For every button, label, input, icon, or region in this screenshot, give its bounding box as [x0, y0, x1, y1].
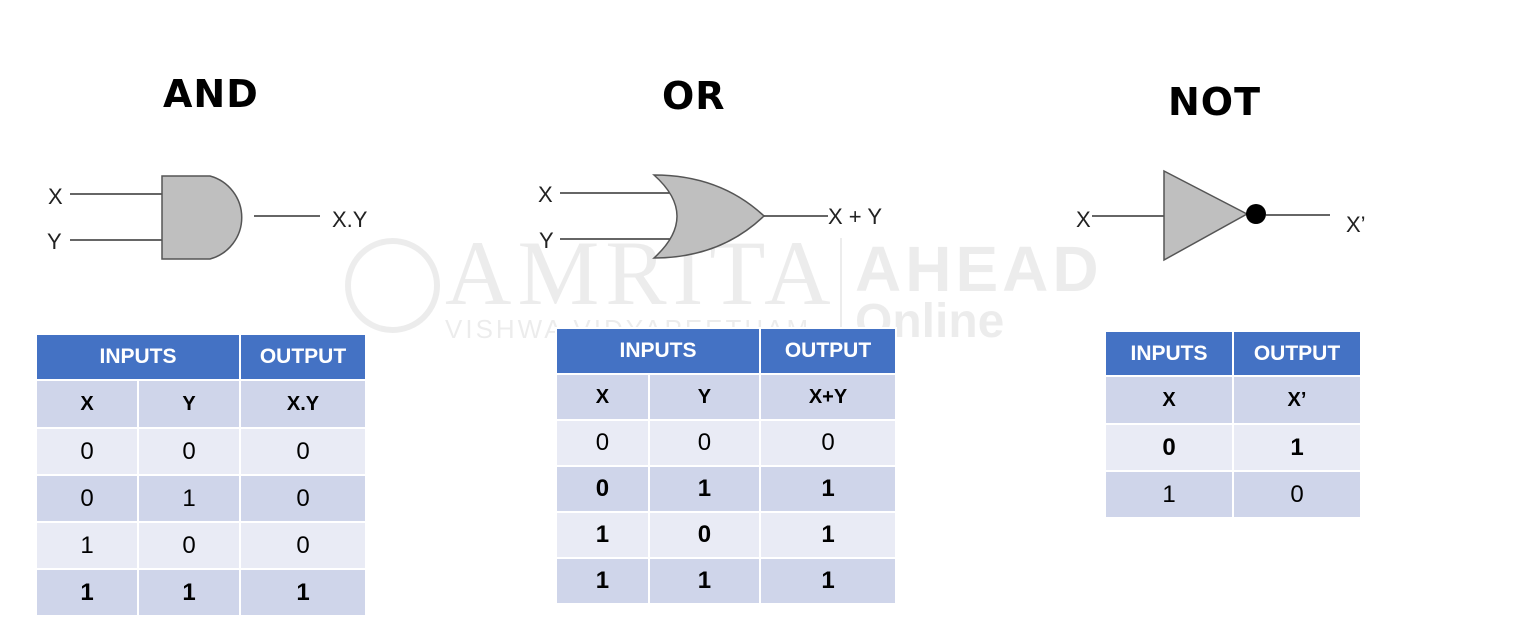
and-col-y: Y	[139, 381, 239, 427]
table-cell: 1	[557, 559, 648, 603]
table-cell: 1	[139, 570, 239, 615]
or-col-output: X+Y	[761, 375, 895, 419]
or-gate-icon	[652, 174, 766, 259]
and-gate: X Y X.Y	[47, 175, 368, 260]
table-cell: 1	[241, 570, 365, 615]
table-cell: 0	[241, 476, 365, 521]
or-label-y: Y	[539, 228, 554, 253]
or-label-output: X + Y	[828, 204, 882, 229]
table-cell: 1	[649, 467, 759, 511]
or-output-header: OUTPUT	[761, 329, 895, 373]
gate-diagrams: X Y X.Y X Y X + Y X X’	[47, 169, 1366, 262]
table-cell: 0	[139, 523, 239, 568]
not-col-x: X	[1106, 377, 1232, 423]
or-label-x: X	[538, 182, 553, 207]
and-label-y: Y	[47, 229, 62, 254]
table-cell: 0	[241, 429, 365, 474]
not-label-x: X	[1076, 207, 1091, 232]
table-cell: 1	[1106, 472, 1232, 517]
table-row: 0 0 0	[557, 421, 895, 465]
table-cell: 1	[761, 513, 895, 557]
not-truth-table: INPUTS OUTPUT X X’ 0 1 1 0	[1104, 330, 1362, 519]
table-cell: 1	[37, 523, 137, 568]
and-col-x: X	[37, 381, 137, 427]
and-gate-icon	[161, 175, 243, 260]
table-cell: 1	[761, 559, 895, 603]
table-row: 1 1 1	[37, 570, 365, 615]
not-label-output: X’	[1346, 212, 1366, 237]
table-cell: 0	[761, 421, 895, 465]
table-cell: 1	[1234, 425, 1360, 470]
or-inputs-header: INPUTS	[557, 329, 759, 373]
table-row: 1 0 1	[557, 513, 895, 557]
table-row: 1 1 1	[557, 559, 895, 603]
and-col-output: X.Y	[241, 381, 365, 427]
and-label-output: X.Y	[332, 207, 368, 232]
or-truth-table: INPUTS OUTPUT X Y X+Y 0 0 0 0 1 1 1 0 1 …	[555, 327, 897, 605]
table-cell: 1	[139, 476, 239, 521]
table-cell: 1	[761, 467, 895, 511]
table-row: 1 0 0	[37, 523, 365, 568]
table-cell: 1	[557, 513, 648, 557]
table-cell: 0	[649, 421, 759, 465]
and-title: AND	[163, 72, 259, 116]
not-gate-icon	[1163, 169, 1249, 262]
table-cell: 0	[139, 429, 239, 474]
not-output-header: OUTPUT	[1234, 332, 1360, 375]
table-row: 0 0 0	[37, 429, 365, 474]
or-gate: X Y X + Y	[538, 174, 882, 259]
table-cell: 0	[557, 421, 648, 465]
not-inputs-header: INPUTS	[1106, 332, 1232, 375]
or-title: OR	[662, 74, 726, 118]
and-label-x: X	[48, 184, 63, 209]
and-truth-table: INPUTS OUTPUT X Y X.Y 0 0 0 0 1 0 1 0 0 …	[35, 333, 367, 617]
table-row: 1 0	[1106, 472, 1360, 517]
table-cell: 0	[557, 467, 648, 511]
table-row: 0 1 1	[557, 467, 895, 511]
table-row: 0 1 0	[37, 476, 365, 521]
table-cell: 0	[649, 513, 759, 557]
table-cell: 0	[37, 429, 137, 474]
table-cell: 0	[1234, 472, 1360, 517]
not-title: NOT	[1168, 80, 1262, 124]
not-gate: X X’	[1076, 169, 1366, 262]
and-inputs-header: INPUTS	[37, 335, 239, 379]
table-cell: 1	[649, 559, 759, 603]
and-output-header: OUTPUT	[241, 335, 365, 379]
or-col-x: X	[557, 375, 648, 419]
not-col-output: X’	[1234, 377, 1360, 423]
table-cell: 0	[1106, 425, 1232, 470]
not-bubble-icon	[1246, 204, 1266, 224]
table-cell: 0	[241, 523, 365, 568]
table-cell: 0	[37, 476, 137, 521]
table-row: 0 1	[1106, 425, 1360, 470]
table-cell: 1	[37, 570, 137, 615]
or-col-y: Y	[649, 375, 759, 419]
